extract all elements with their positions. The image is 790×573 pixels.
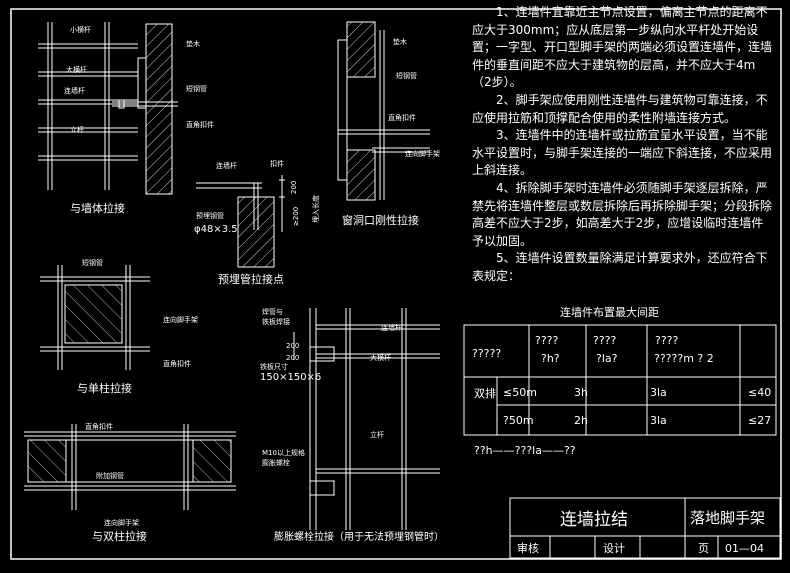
- label-bolt-weld-1: 焊管与: [262, 307, 283, 316]
- label-bolt-weld-2: 铁板焊接: [262, 317, 290, 326]
- wall-tie-drawing: [38, 22, 178, 195]
- label-bolt-plate-2: 150×150×6: [260, 372, 321, 383]
- note-3: 3、连墙件中的连墙杆或拉筋宜呈水平设置，当不能水平设置时，与脚手架连接的一端应下…: [472, 128, 773, 178]
- bolt-tie-labels: 焊管与 铁板焊接 200 200 铁板尺寸 150×150×6 M10以上规格 …: [260, 307, 444, 543]
- label-window-to-scaffold: 连向脚手架: [405, 149, 440, 158]
- label-window-coupler: 直角扣件: [388, 113, 416, 122]
- label-double-coupler: 直角扣件: [85, 422, 113, 431]
- table-header-col3-b: ?la?: [596, 352, 618, 365]
- table-row2-area: ≤27: [748, 414, 771, 427]
- label-bolt-large-bar: 大横杆: [370, 353, 391, 362]
- label-embed-coupler: 扣件: [270, 159, 284, 168]
- bolt-tie-drawing: [293, 308, 440, 530]
- label-single-coupler: 直角扣件: [163, 359, 191, 368]
- sheet-title: 连墙拉结: [560, 510, 628, 530]
- label-pipe-spec: φ48×3.5: [194, 224, 238, 235]
- caption-single-column: 与单柱拉接: [77, 381, 132, 395]
- title-block: [509, 497, 781, 559]
- table-header-col2-a: ????: [535, 334, 559, 347]
- label-pole: 立杆: [70, 125, 84, 134]
- wall-tie-labels: 小横杆 大横杆 连墙杆 立杆 垫木 短钢管 直角扣件 与墙体拉接: [64, 25, 214, 215]
- page-number: 01—04: [725, 542, 764, 555]
- embed-pipe-labels: 连墙杆 扣件 预埋钢管 φ48×3.5 200 ≥200 埋入长度 预埋管拉接点: [194, 159, 320, 286]
- sheet-category: 落地脚手架: [690, 509, 765, 527]
- table-row2-height: ?50m: [503, 414, 534, 427]
- label-right-angle-coupler: 直角扣件: [186, 120, 214, 129]
- single-column-labels: 短钢管 连向脚手架 直角扣件 与单柱拉接: [77, 258, 198, 395]
- title-block-text: 连墙拉结 落地脚手架 审核 设计 页 01—04: [517, 509, 765, 555]
- table-row1-vert: 3h: [574, 386, 588, 399]
- label-window-pad-wood: 垫木: [393, 37, 407, 46]
- label-tie-bar: 连墙杆: [64, 86, 85, 95]
- double-column-drawing: [24, 424, 236, 510]
- note-5: 5、连墙件设置数量除满足计算要求外，还应符合下表规定：: [472, 251, 768, 283]
- label-window-short-pipe: 短钢管: [396, 71, 417, 80]
- label-single-short-pipe: 短钢管: [82, 258, 103, 267]
- table-footnote: ??h——???la——??: [474, 444, 576, 457]
- label-bolt-pole: 立杆: [370, 430, 384, 439]
- label-embed-dim-b: ≥200: [292, 207, 300, 226]
- label-bolt-dim-a: 200: [286, 342, 299, 350]
- note-1: 1、连墙件宜靠近主节点设置，偏离主节点的距离不应大于300mm；应从底层第一步纵…: [472, 5, 773, 90]
- window-tie-drawing: [337, 21, 430, 201]
- table-header-col1: ?????: [472, 347, 501, 360]
- window-tie-labels: 垫木 短钢管 直角扣件 连向脚手架 窗洞口刚性拉接: [342, 37, 440, 227]
- table-group-label: 双排: [474, 386, 496, 400]
- table-row1-height: ≤50m: [503, 386, 537, 399]
- label-double-to-scaffold: 连向脚手架: [104, 518, 139, 527]
- label-double-extra-pipe: 附加钢管: [96, 471, 124, 480]
- double-column-labels: 直角扣件 附加钢管 连向脚手架 与双柱拉接: [85, 422, 147, 543]
- single-column-drawing: [40, 265, 150, 370]
- table-row1-area: ≤40: [748, 386, 771, 399]
- label-bolt-spec-2: 膨胀螺栓: [262, 458, 290, 467]
- label-short-pipe: 短钢管: [186, 84, 207, 93]
- sheet-border: [10, 8, 782, 560]
- label-embed-tie-bar: 连墙杆: [216, 161, 237, 170]
- caption-window-tie: 窗洞口刚性拉接: [342, 213, 419, 227]
- design-label: 设计: [603, 542, 625, 555]
- label-embed-dim-a: 200: [290, 181, 298, 194]
- label-bolt-dim-b: 200: [286, 354, 299, 362]
- table-row2-vert: 2h: [574, 414, 588, 427]
- label-bolt-spec-1: M10以上规格: [262, 448, 305, 457]
- label-embed-note: 埋入长度: [311, 195, 320, 223]
- table-row2-horiz: 3la: [650, 414, 667, 427]
- table-row1-horiz: 3la: [650, 386, 667, 399]
- note-4: 4、拆除脚手架时连墙件必须随脚手架逐层拆除，严禁先将连墙件整层或数层拆除后再拆除…: [472, 180, 773, 248]
- notes-block: 1、连墙件宜靠近主节点设置，偏离主节点的距离不应大于300mm；应从底层第一步纵…: [472, 4, 772, 286]
- caption-embed-pipe: 预埋管拉接点: [218, 272, 284, 286]
- spacing-table-text: 连墙件布置最大间距 ????? ???? ?h? ???? ?la? ???? …: [472, 305, 771, 457]
- table-header-col4-b: ?????m ? 2: [654, 352, 714, 365]
- table-header-col4-a: ????: [655, 334, 679, 347]
- label-single-to-scaffold: 连向脚手架: [163, 315, 198, 324]
- table-header-col3-a: ????: [593, 334, 617, 347]
- review-label: 审核: [517, 541, 539, 555]
- embed-pipe-drawing: [196, 175, 285, 268]
- note-2: 2、脚手架应使用刚性连墙件与建筑物可靠连接，不应使用拉筋和顶撑配合使用的柔性附墙…: [472, 92, 768, 125]
- table-header-col2-b: ?h?: [541, 352, 560, 365]
- caption-double-column: 与双柱拉接: [92, 529, 147, 543]
- page-label: 页: [698, 542, 709, 555]
- label-small-bar: 小横杆: [70, 25, 91, 34]
- label-bolt-plate-1: 铁板尺寸: [260, 362, 288, 371]
- label-bolt-tie-bar: 连墙杆: [381, 323, 402, 332]
- label-large-bar: 大横杆: [66, 65, 87, 74]
- caption-wall-tie: 与墙体拉接: [70, 201, 125, 215]
- label-embedded-pipe: 预埋钢管: [196, 211, 224, 220]
- label-pad-wood: 垫木: [186, 39, 200, 48]
- caption-bolt-tie: 膨胀螺栓拉接（用于无法预埋钢管时）: [274, 530, 444, 543]
- spacing-table: [463, 324, 777, 436]
- table-title: 连墙件布置最大间距: [560, 305, 659, 319]
